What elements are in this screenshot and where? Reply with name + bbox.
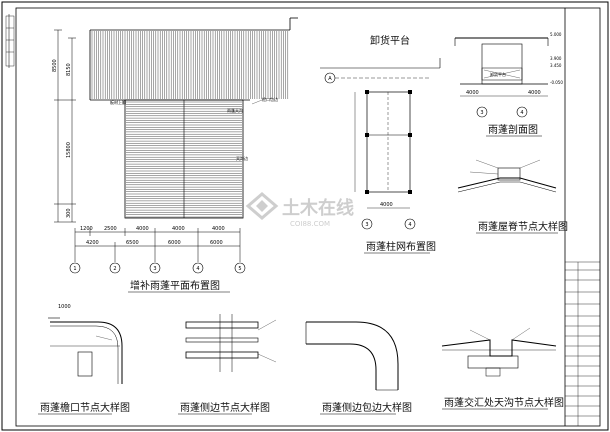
inner-border [15,7,601,427]
side-detail: 雨蓬侧边节点大样图 [178,314,277,415]
wrap-detail: 雨蓬侧边包边大样图 [305,321,412,415]
axis-bubble-3: 3 [149,262,161,274]
roof-sheet-upper [91,31,288,99]
plan-dim-top-3: 4000 [136,226,149,232]
section-axis-4 [516,106,528,118]
watermark-subtext: COI88.COM [290,220,330,228]
binding-strip [5,14,15,68]
axis-bubble-5: 5 [234,262,246,274]
plan-view: 板材上翻 雨蓬天沟 天沟边 檐口包边 8500 8150 15800 300 1… [52,17,298,293]
plan-dim-top-4: 4000 [172,226,185,232]
platform-label: 卸货平台 [370,34,410,47]
axis-bubble-2: 2 [109,262,121,274]
plan-note-3: 天沟边 [236,155,248,161]
plan-dim-left-4: 300 [66,208,72,218]
plan-dim-left-2: 8150 [66,63,72,76]
watermark: 土木在线 COI88.COM [245,192,354,228]
eave-detail: 1000 雨蓬檐口节点大样图 [38,304,130,415]
col-dim-1: 4000 [380,202,393,208]
level-1: 5.000 [550,32,562,37]
axis-bubble-1: 1 [69,262,81,274]
section-dim-1: 4000 [466,90,479,96]
plan-dim-bottom-1: 4200 [86,240,99,246]
plan-dim-top-2: 2500 [104,226,117,232]
col-axis-4 [404,218,416,230]
col-axis-3-label: 3 [365,222,368,228]
plan-dim-top-1: 1200 [80,226,93,232]
ridge-detail: 雨蓬屋脊节点大样图 [457,159,568,234]
watermark-text: 土木在线 [282,197,354,219]
axis-bubble-4: 4 [192,262,204,274]
plan-dim-left-3: 15800 [66,142,72,158]
level-4: -0.050 [550,80,563,85]
side-title: 雨蓬侧边节点大样图 [180,401,270,414]
section-dim-2: 4000 [528,90,541,96]
wrap-title: 雨蓬侧边包边大样图 [322,401,412,414]
svg-text:3: 3 [153,266,156,272]
section-title: 雨蓬剖面图 [488,123,538,136]
inner-platform-label: 卸货平台 [490,71,506,77]
plan-dim-bottom-3: 6000 [168,240,181,246]
column-title: 雨蓬柱网布置图 [366,240,436,253]
level-3: 3.450 [550,63,562,68]
svg-text:5: 5 [238,266,241,272]
gutter-title: 雨蓬交汇处天沟节点大样图 [444,396,564,409]
eave-title: 雨蓬檐口节点大样图 [40,401,130,414]
section-axis-3 [476,106,488,118]
gutter-detail: 雨蓬交汇处天沟节点大样图 [441,327,564,410]
section-view: 卸货平台 5.000 3.900 3.450 -0.050 4000 4000 … [454,32,563,137]
plan-dim-top-5: 4000 [212,226,225,232]
svg-text:3: 3 [480,110,483,116]
watermark-logo-icon [245,192,279,220]
svg-text:2: 2 [113,266,116,272]
plan-title: 增补雨蓬平面布置图 [130,279,220,292]
col-axis-A-label: A [328,76,332,82]
col-axis-3 [361,218,373,230]
plan-dim-left-1: 8500 [52,59,58,72]
plan-note-1: 板材上翻 [110,99,126,105]
svg-text:1: 1 [73,266,76,272]
column-grid-view: 卸货平台 A 4000 3 4 雨蓬柱网布置图 [320,34,441,254]
svg-text:4: 4 [520,110,523,116]
eave-dim: 1000 [58,304,71,310]
plan-note-4: 檐口包边 [262,96,278,102]
col-axis-4-label: 4 [408,222,411,228]
plan-dim-bottom-4: 6000 [210,240,223,246]
level-2: 3.900 [550,56,562,61]
plan-dim-bottom-2: 6500 [126,240,139,246]
svg-text:4: 4 [196,266,199,272]
ridge-title: 雨蓬屋脊节点大样图 [478,220,568,233]
title-block [565,261,600,426]
plan-note-2: 雨蓬天沟 [227,107,243,113]
